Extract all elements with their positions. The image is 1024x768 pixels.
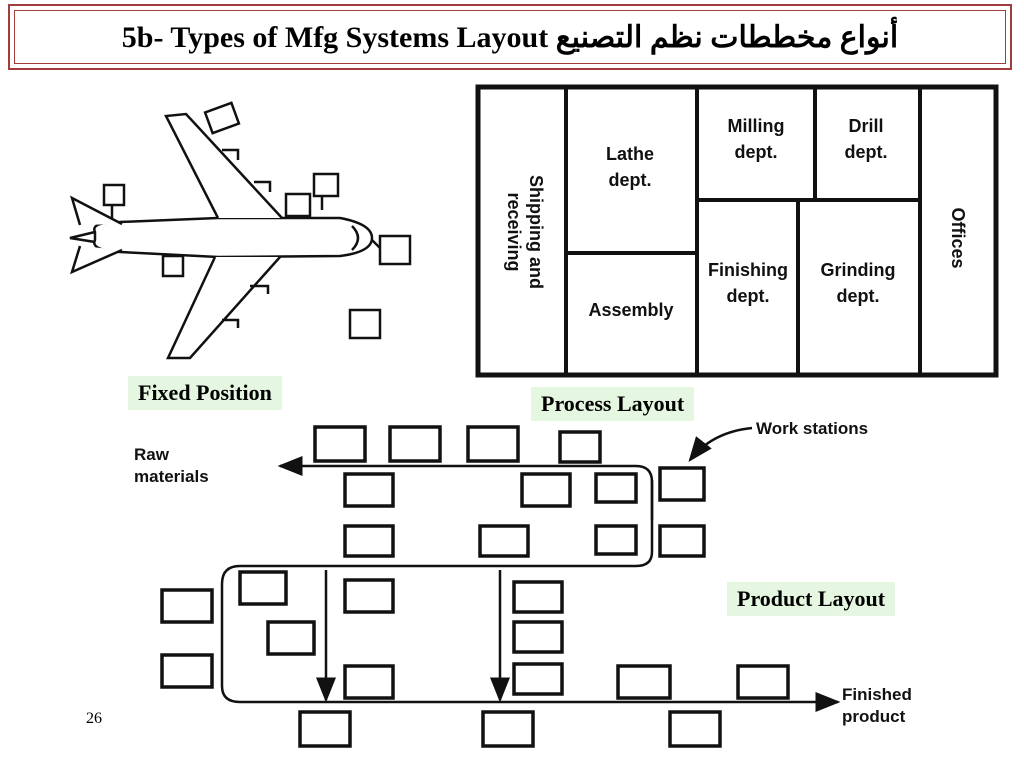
assembly-label: Assembly [588,300,673,320]
raw-materials-label-line1: Raw [134,445,170,464]
grinding-label-line1: Grinding [821,260,896,280]
grinding-label-line2: dept. [837,286,880,306]
drill-label-line1: Drill [848,116,883,136]
airplane-engine [222,148,240,160]
fixed-position-label: Fixed Position [128,376,282,410]
workstation-box [512,662,564,696]
workstation-box [558,430,602,464]
workstation-box [512,580,564,614]
airplane-illustration [69,112,374,360]
flow-right-vertical [220,480,841,712]
raw-materials-label-line2: materials [134,467,209,486]
product-layout-label: Product Layout [727,582,896,616]
workstation-box [102,183,126,207]
airplane-tail-cone [69,230,96,244]
airplane-engine [250,284,270,294]
finishing-label-line2: dept. [727,286,770,306]
finished-product-label-line2: product [842,707,906,726]
process-floor-plan [475,84,999,378]
workstation-box [512,620,564,654]
workstation-box [520,472,572,508]
workstation-box [616,664,672,700]
workstation-box [658,524,706,558]
workstation-box [343,578,395,614]
airplane-nose-windshield [351,225,360,251]
lathe-label-line1: Lathe [606,144,654,164]
workstation-box [658,466,706,502]
workstation-box [160,653,214,689]
workstation-box [343,664,395,700]
workstation-box [388,425,442,463]
workstation-box [298,710,352,748]
lathe-label-line2: dept. [609,170,652,190]
airplane-lower-wing [166,256,281,360]
title-frame: 5b- Types of Mfg Systems Layout أنواع مخ… [8,4,1012,70]
title-inner-frame: 5b- Types of Mfg Systems Layout أنواع مخ… [14,10,1006,64]
workstation-box [594,524,638,556]
workstation-box [284,192,312,218]
shipping-label-line2: receiving [504,192,524,271]
workstation-box [466,425,520,463]
workstation-box [266,620,316,656]
workstation-box [343,524,395,558]
fixed-position-workstations [102,101,412,340]
airplane-engine [222,318,240,328]
finishing-label-line1: Finishing [708,260,788,280]
offices-label: Offices [948,207,968,268]
workstation-box [160,588,214,624]
product-workstations [160,425,790,748]
workstation-box [348,308,382,340]
process-layout-label: Process Layout [531,387,695,421]
workstation-box [594,472,638,504]
workstation-box [478,524,530,558]
shipping-label-line1: Shipping and [526,175,546,289]
workstation-box [238,570,288,606]
product-flow-labels: Raw materials Work stations Finished pro… [134,419,912,726]
airplane-engine [254,180,272,192]
milling-label-line2: dept. [735,142,778,162]
workstation-box [312,172,340,198]
airplane-tail-lower [70,245,123,275]
slide-title: 5b- Types of Mfg Systems Layout أنواع مخ… [121,20,899,54]
workstation-box [343,472,395,508]
workstation-box [481,710,535,748]
milling-label-line1: Milling [728,116,785,136]
finished-product-label-line1: Finished [842,685,912,704]
product-flow-lines [220,426,841,712]
workstation-box [668,710,722,748]
workstation-box [161,254,185,278]
workstation-box [736,664,790,700]
work-stations-label: Work stations [756,419,868,438]
workstation-box [313,425,367,463]
drill-label-line2: dept. [845,142,888,162]
workstation-box [378,234,412,266]
page-number: 26 [86,710,102,727]
workstation-box [203,101,241,135]
airplane-fuselage [93,216,374,259]
airplane-upper-wing [164,112,283,219]
airplane-tail-upper [69,195,123,226]
process-dept-labels: Shipping and receiving Lathe dept. Milli… [504,116,968,320]
work-stations-leader [688,426,753,462]
